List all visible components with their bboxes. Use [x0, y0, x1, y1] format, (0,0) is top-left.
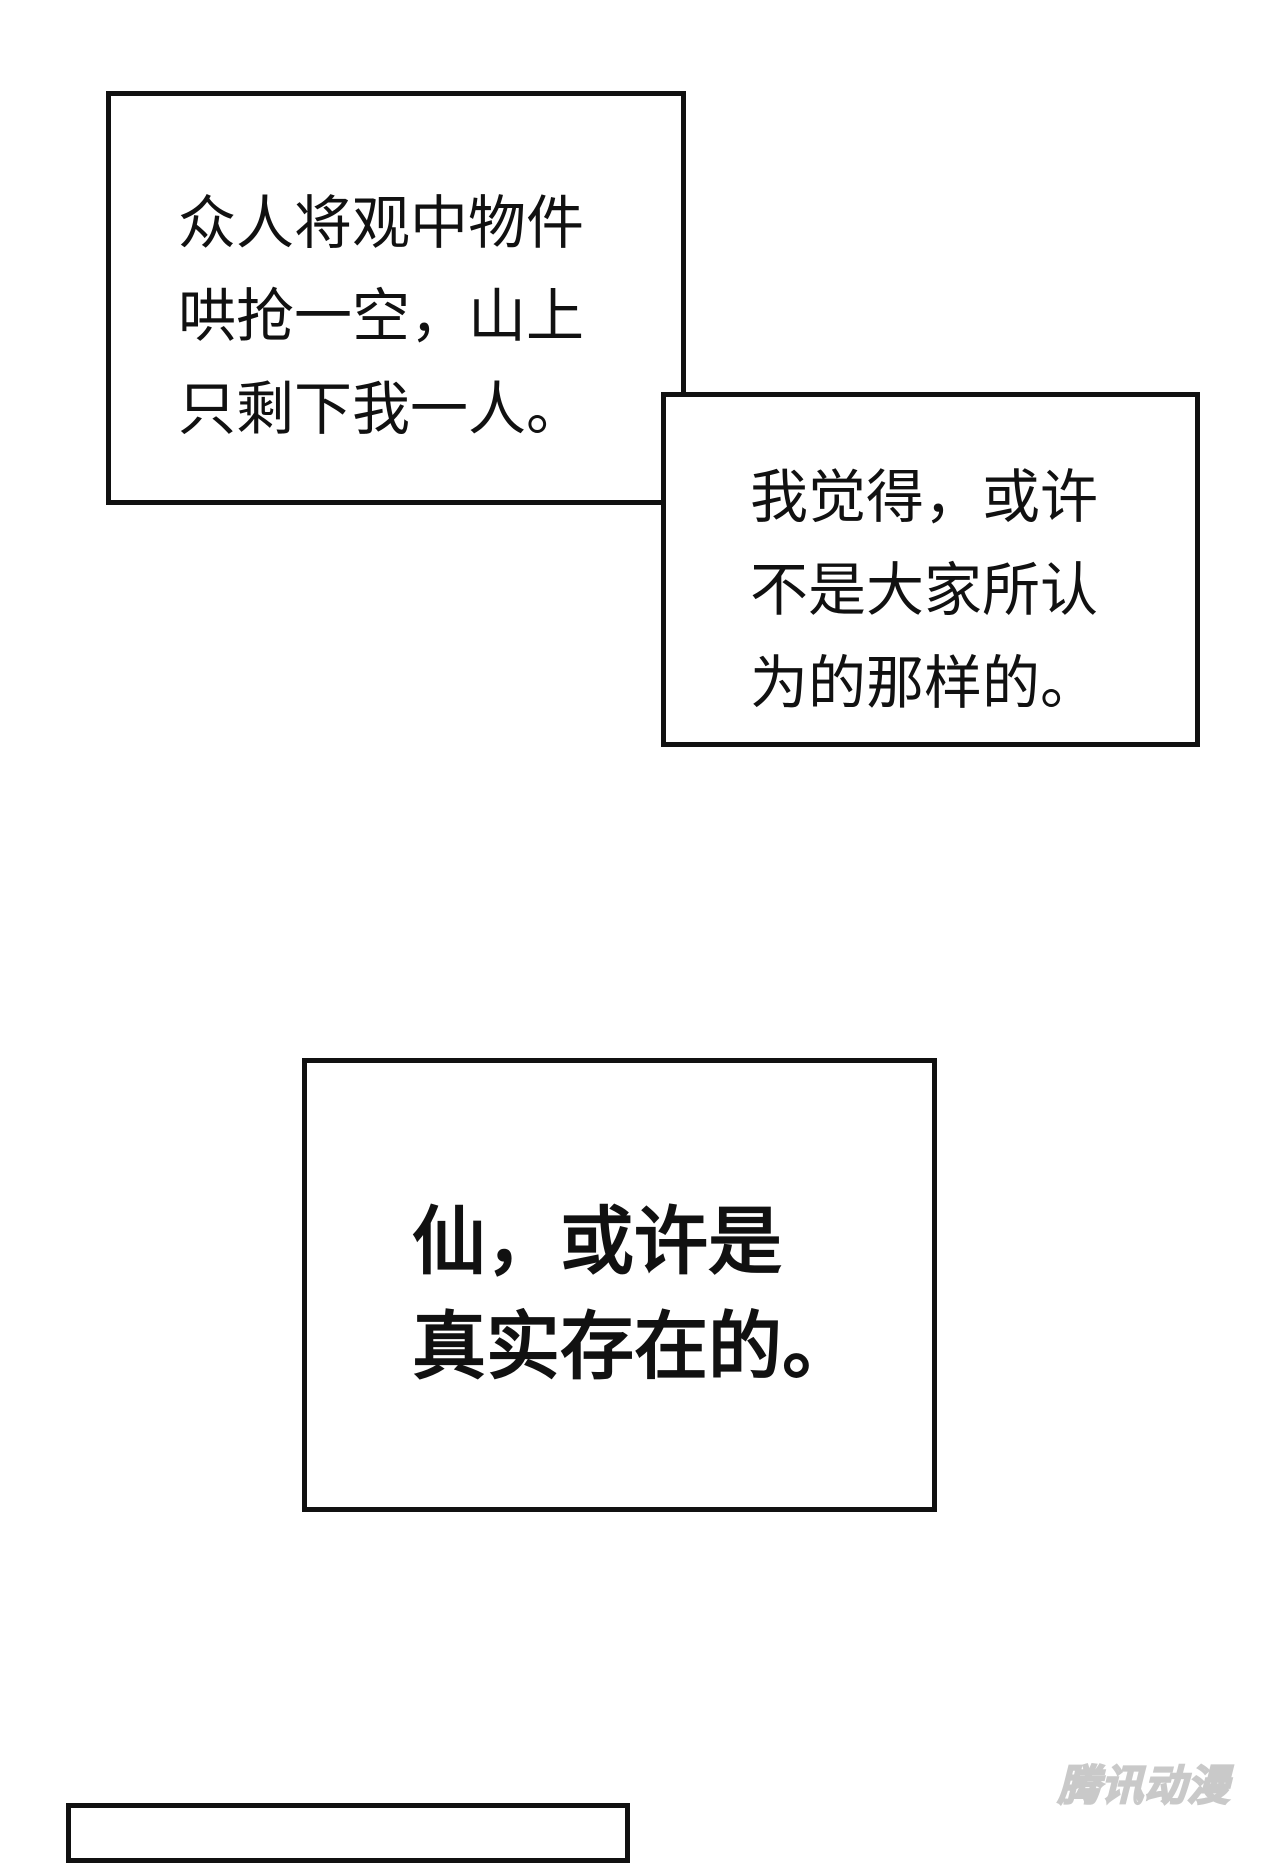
- caption-box-1: [106, 91, 686, 505]
- caption-1-line: 众人将观中物件: [178, 189, 585, 257]
- caption-2-line: 为的那样的。: [750, 648, 1099, 717]
- caption-1-line: 哄抢一空，山上: [178, 281, 585, 350]
- caption-1-text: 众人将观中物件 哄抢一空，山上 只剩下我一人。: [178, 177, 584, 455]
- caption-3-line: 真实存在的。: [412, 1304, 856, 1391]
- caption-box-2-overlap-mask: [666, 397, 1195, 742]
- caption-1-line: 只剩下我一人。: [178, 374, 585, 443]
- caption-2-line: 我觉得，或许: [750, 463, 1099, 531]
- caption-2-text: 我觉得，或许 不是大家所认 为的那样的。: [750, 451, 1098, 729]
- caption-3-text: 仙，或许是 真实存在的。: [412, 1190, 856, 1400]
- caption-2-line: 不是大家所认: [750, 555, 1099, 624]
- caption-3-line: 仙，或许是: [412, 1199, 782, 1285]
- publisher-watermark: 腾讯动漫: [1057, 1760, 1231, 1811]
- caption-box-3: [302, 1058, 937, 1512]
- caption-box-4-partial: [66, 1803, 630, 1863]
